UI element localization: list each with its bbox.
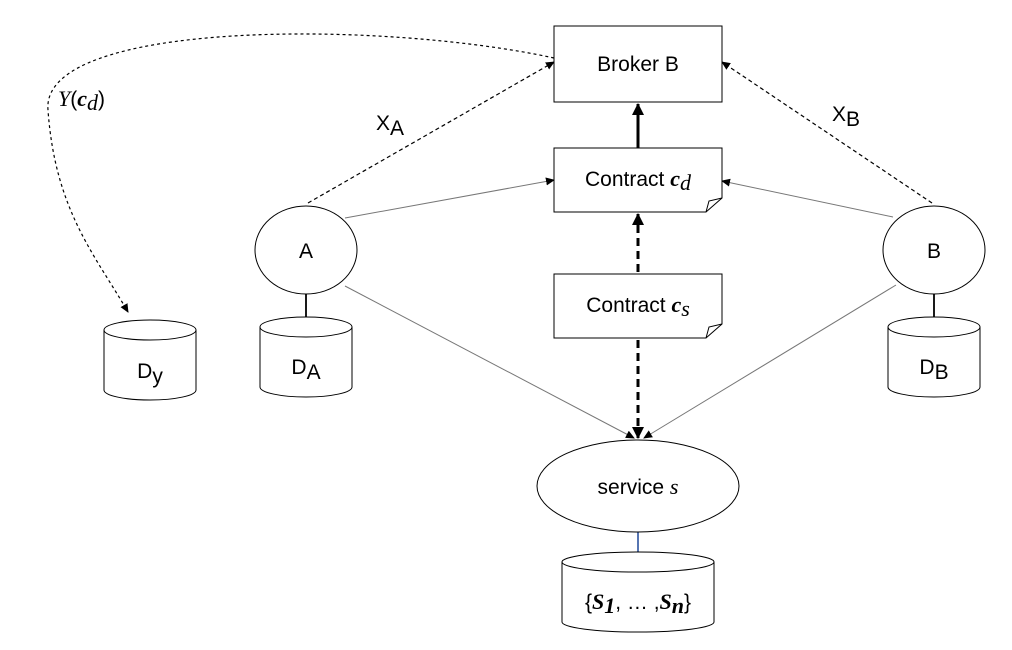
edge-label-y-cd: Y(cd) xyxy=(58,86,105,115)
broker-label: Broker B xyxy=(597,53,679,76)
edge-b-to-service xyxy=(643,284,897,439)
store-da-label: DA xyxy=(291,356,320,384)
store-dy-label: Dy xyxy=(137,360,163,388)
contract-cd-label: Contract cd xyxy=(585,166,692,195)
store-db-label: DB xyxy=(919,356,948,384)
edge-a-to-service xyxy=(344,285,635,439)
service-label: service s xyxy=(598,474,679,499)
store-s-set: {S1, … ,Sn} xyxy=(561,551,715,633)
edge-b-to-contract-cd xyxy=(721,178,894,218)
party-b-label: B xyxy=(927,240,941,263)
party-a-label: A xyxy=(299,240,313,263)
party-a-node: A xyxy=(254,205,358,295)
contract-cd-node: Contract cd xyxy=(553,147,723,213)
store-da: DA xyxy=(259,316,353,398)
store-s-set-label: {S1, … ,Sn} xyxy=(585,589,691,618)
edge-a-to-broker xyxy=(307,61,555,204)
edge-b-to-broker xyxy=(721,61,933,204)
service-node: service s xyxy=(536,439,740,533)
broker-node: Broker B xyxy=(553,25,723,103)
party-b-node: B xyxy=(882,205,986,295)
edge-a-to-contract-cd xyxy=(344,177,555,219)
contract-cs-label: Contract cs xyxy=(586,292,690,321)
edge-broker-to-dy xyxy=(47,33,555,313)
store-dy: Dy xyxy=(103,319,197,401)
edge-label-xb: XB xyxy=(832,103,860,131)
contract-cs-node: Contract cs xyxy=(553,273,723,339)
edge-label-xa: XA xyxy=(376,112,404,140)
store-db: DB xyxy=(887,316,981,398)
